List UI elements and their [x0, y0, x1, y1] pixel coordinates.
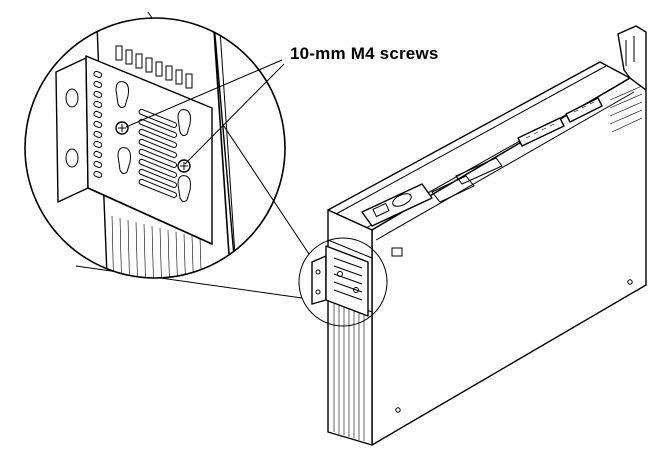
- screw-callout-label: 10-mm M4 screws: [290, 44, 439, 63]
- small-magnifier-circle-icon: [298, 237, 388, 327]
- large-magnifier-circle-icon: [24, 17, 286, 279]
- magnified-detail: [24, 17, 286, 279]
- screw-icon: [115, 121, 129, 135]
- keyhole-slots: [115, 81, 191, 203]
- screw-icon: [177, 159, 191, 173]
- port-block: [361, 183, 433, 227]
- leader-line-screw-2: [184, 63, 285, 165]
- port-row-2: [565, 97, 603, 123]
- bracket-flange: [55, 57, 89, 203]
- small-bracket: [311, 245, 369, 317]
- enclosure-front-face: [327, 209, 373, 446]
- device-enclosure: [327, 25, 647, 446]
- port-row-1: [517, 117, 565, 147]
- leader-line-screw-1: [125, 59, 283, 128]
